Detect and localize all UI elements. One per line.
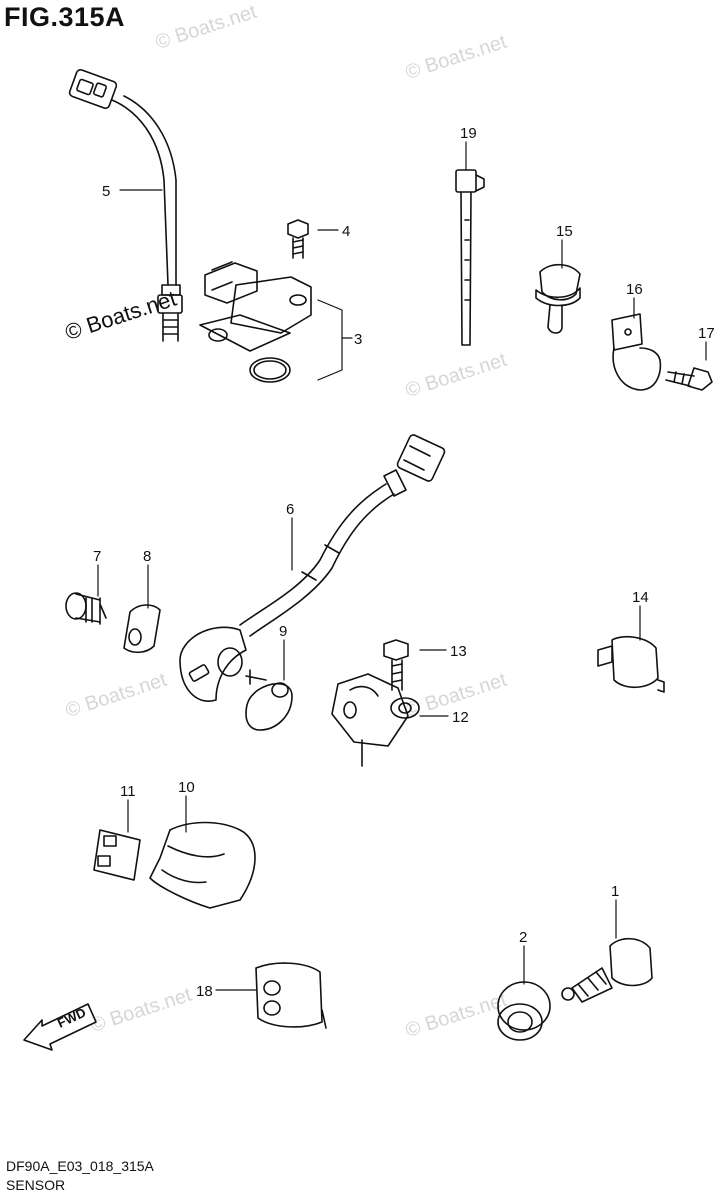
part-13-bolt <box>383 639 409 691</box>
part-15-clip <box>535 263 581 334</box>
callout-4: 4 <box>342 223 350 240</box>
callout-15: 15 <box>556 223 573 240</box>
part-19-cable-tie <box>455 169 485 346</box>
callout-7: 7 <box>93 548 101 565</box>
fig-title: FIG.315A <box>4 2 126 32</box>
part-9-bracket <box>245 669 293 731</box>
part-7-bolt <box>65 592 107 625</box>
fwd-arrow-icon: FWD <box>23 1003 97 1051</box>
callout-5: 5 <box>102 183 110 200</box>
callout-3: 3 <box>354 331 362 348</box>
part-18-grommet <box>255 962 327 1029</box>
part-17-bolt <box>665 367 713 391</box>
callout-14: 14 <box>632 589 649 606</box>
part-3-pressure-sensor <box>199 261 312 383</box>
callout-9: 9 <box>279 623 287 640</box>
figure-name: SENSOR <box>6 1177 66 1193</box>
callout-12: 12 <box>452 709 469 726</box>
part-14-knock-sensor <box>597 635 665 693</box>
callout-1: 1 <box>611 883 619 900</box>
callout-2: 2 <box>519 929 527 946</box>
part-16-clamp <box>611 313 662 391</box>
callout-17: 17 <box>698 325 715 342</box>
figure-code: DF90A_E03_018_315A <box>6 1158 154 1174</box>
part-2-grommet <box>497 981 551 1041</box>
callout-10: 10 <box>178 779 195 796</box>
callout-13: 13 <box>450 643 467 660</box>
callout-18: 18 <box>196 983 213 1000</box>
callout-19: 19 <box>460 125 477 142</box>
part-12-sensor <box>331 673 420 767</box>
leader-lines <box>97 141 707 991</box>
callout-16: 16 <box>626 281 643 298</box>
part-1-sensor <box>561 937 653 1003</box>
callouts: 5 4 3 19 15 16 17 6 7 8 9 13 12 14 11 10… <box>93 125 715 1000</box>
part-4-screw <box>287 219 309 259</box>
part-5-temperature-sensor <box>68 68 183 342</box>
part-10-holder <box>149 821 256 909</box>
callout-8: 8 <box>143 548 151 565</box>
part-11-clip <box>93 829 141 881</box>
callout-6: 6 <box>286 501 294 518</box>
part-6-position-sensor <box>179 434 446 702</box>
callout-11: 11 <box>120 783 136 800</box>
part-8-shim <box>123 604 161 654</box>
